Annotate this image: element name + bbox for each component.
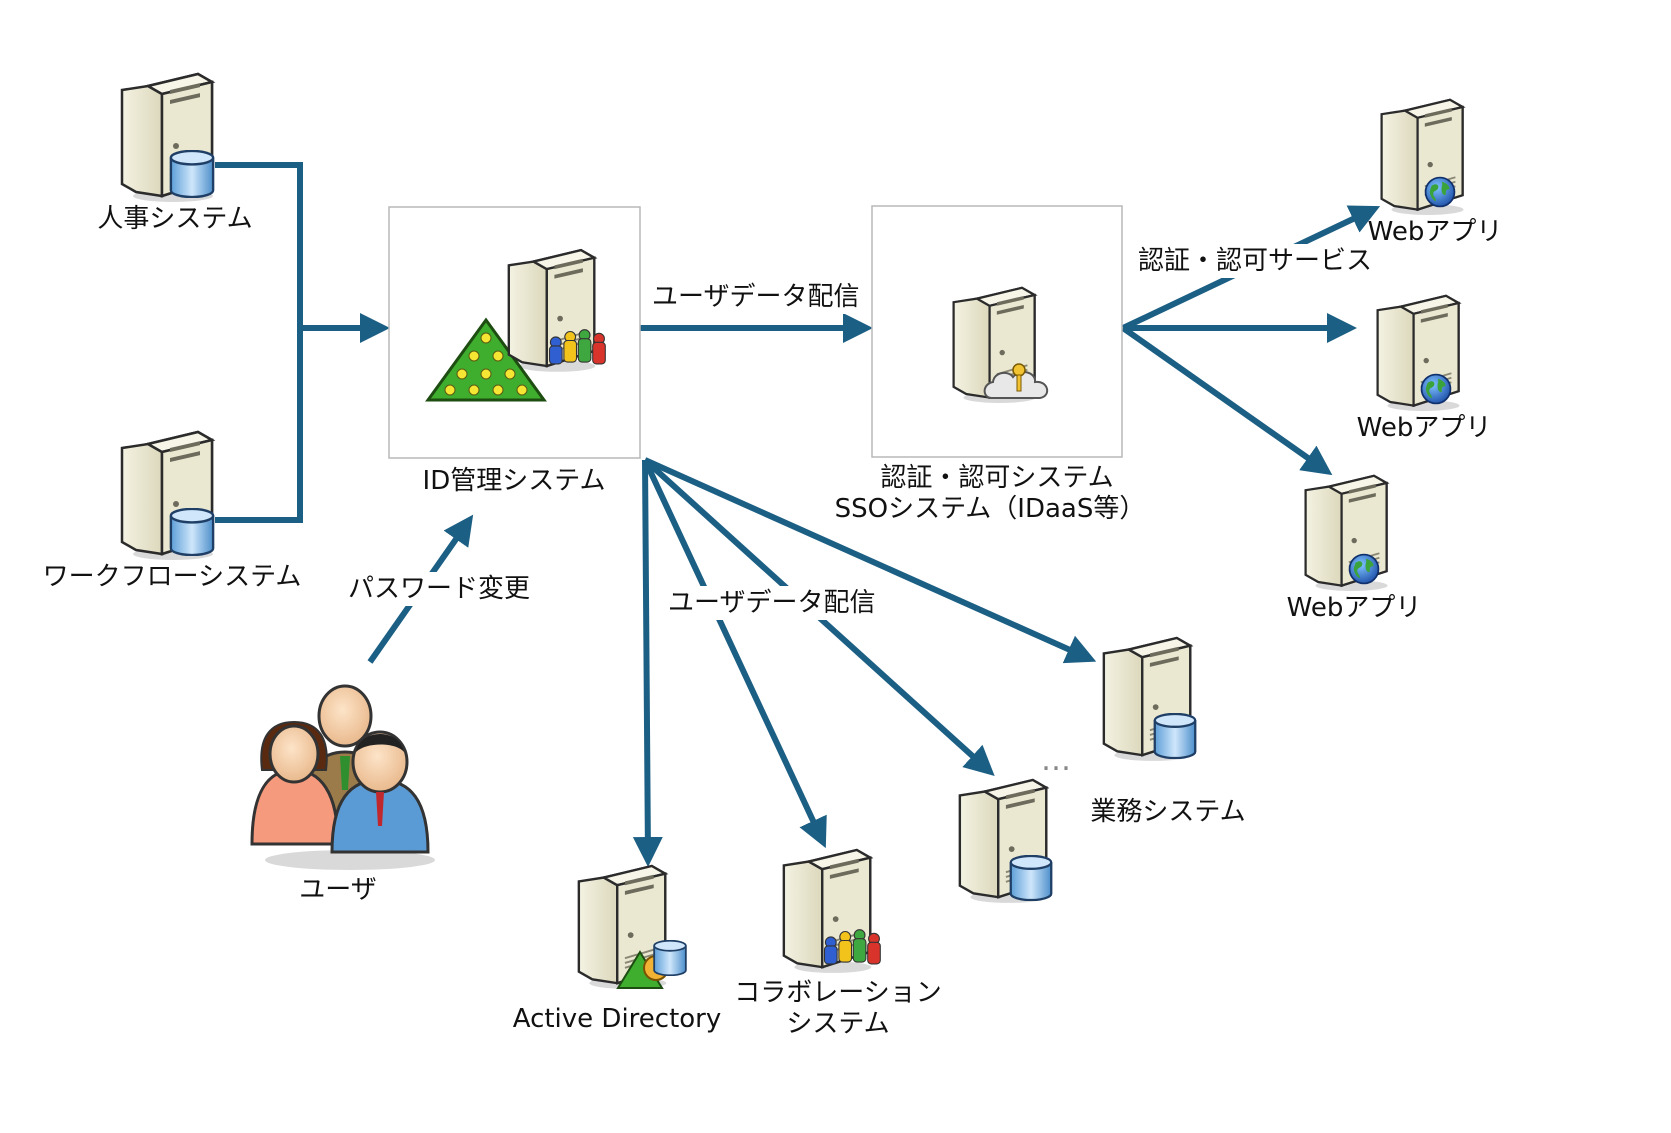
database-icon [169,508,215,556]
edge-label-user-data-delivery-bottom: ユーザデータ配信 [668,588,875,618]
hr-system-label: 人事システム [97,204,252,234]
id-management-label: ID管理システム [423,466,606,496]
collaboration-node: コラボレーション システム [734,848,942,1039]
hr-connector-line [215,162,303,523]
id-to-business-upper-arrow [643,457,1097,664]
collaboration-label-line2: システム [786,1009,889,1039]
auth-system-node: 認証・認可システム SSOシステム（IDaaS等） [835,205,1146,524]
business-system-node: … 業務システム [958,636,1246,903]
hierarchy-icon [425,317,547,402]
id-management-node: ID管理システム [388,206,641,496]
connectors [215,162,1381,867]
users-group-icon [250,684,435,870]
database-icon [1153,713,1197,759]
web-app-3-node: Webアプリ [1287,474,1422,623]
globe-icon [1424,176,1456,208]
auth-system-label-line1: 認証・認可システム [880,463,1113,493]
edge-label-auth-service: 認証・認可サービス [1138,246,1372,276]
hr-system-node: 人事システム [97,72,253,234]
edge-label-password-change: パスワード変更 [348,574,530,604]
edge-label-user-data-delivery-top: ユーザデータ配信 [652,282,859,312]
active-directory-node: Active Directory [513,864,722,1034]
globe-icon [1348,553,1380,585]
active-directory-label: Active Directory [513,1004,722,1034]
web-app-1-node: Webアプリ [1368,98,1503,247]
web-app-3-label: Webアプリ [1287,593,1422,623]
id-to-ad-arrow [632,459,663,867]
web-app-1-label: Webアプリ [1368,217,1503,247]
globe-icon [1420,373,1452,405]
database-icon [1009,855,1053,901]
collaboration-label-line1: コラボレーション [734,978,941,1008]
auth-system-label-line2: SSOシステム（IDaaS等） [835,494,1146,524]
edge-labels: ユーザデータ配信 認証・認可サービス パスワード変更 ユーザデータ配信 [346,244,1372,620]
business-ellipsis: … [1041,743,1071,778]
cloud-key-icon [983,363,1049,399]
business-system-label: 業務システム [1090,797,1245,827]
user-node: ユーザ [250,684,435,905]
workflow-system-node: ワークフローシステム [43,430,302,592]
database-icon [653,940,687,976]
user-label: ユーザ [299,875,376,905]
auth-to-webapp3-arrow [1121,325,1333,476]
web-app-2-node: Webアプリ [1357,294,1492,443]
workflow-system-label: ワークフローシステム [43,562,302,592]
id-to-collab-arrow [642,458,827,849]
database-icon [169,150,215,198]
web-app-2-label: Webアプリ [1357,413,1492,443]
